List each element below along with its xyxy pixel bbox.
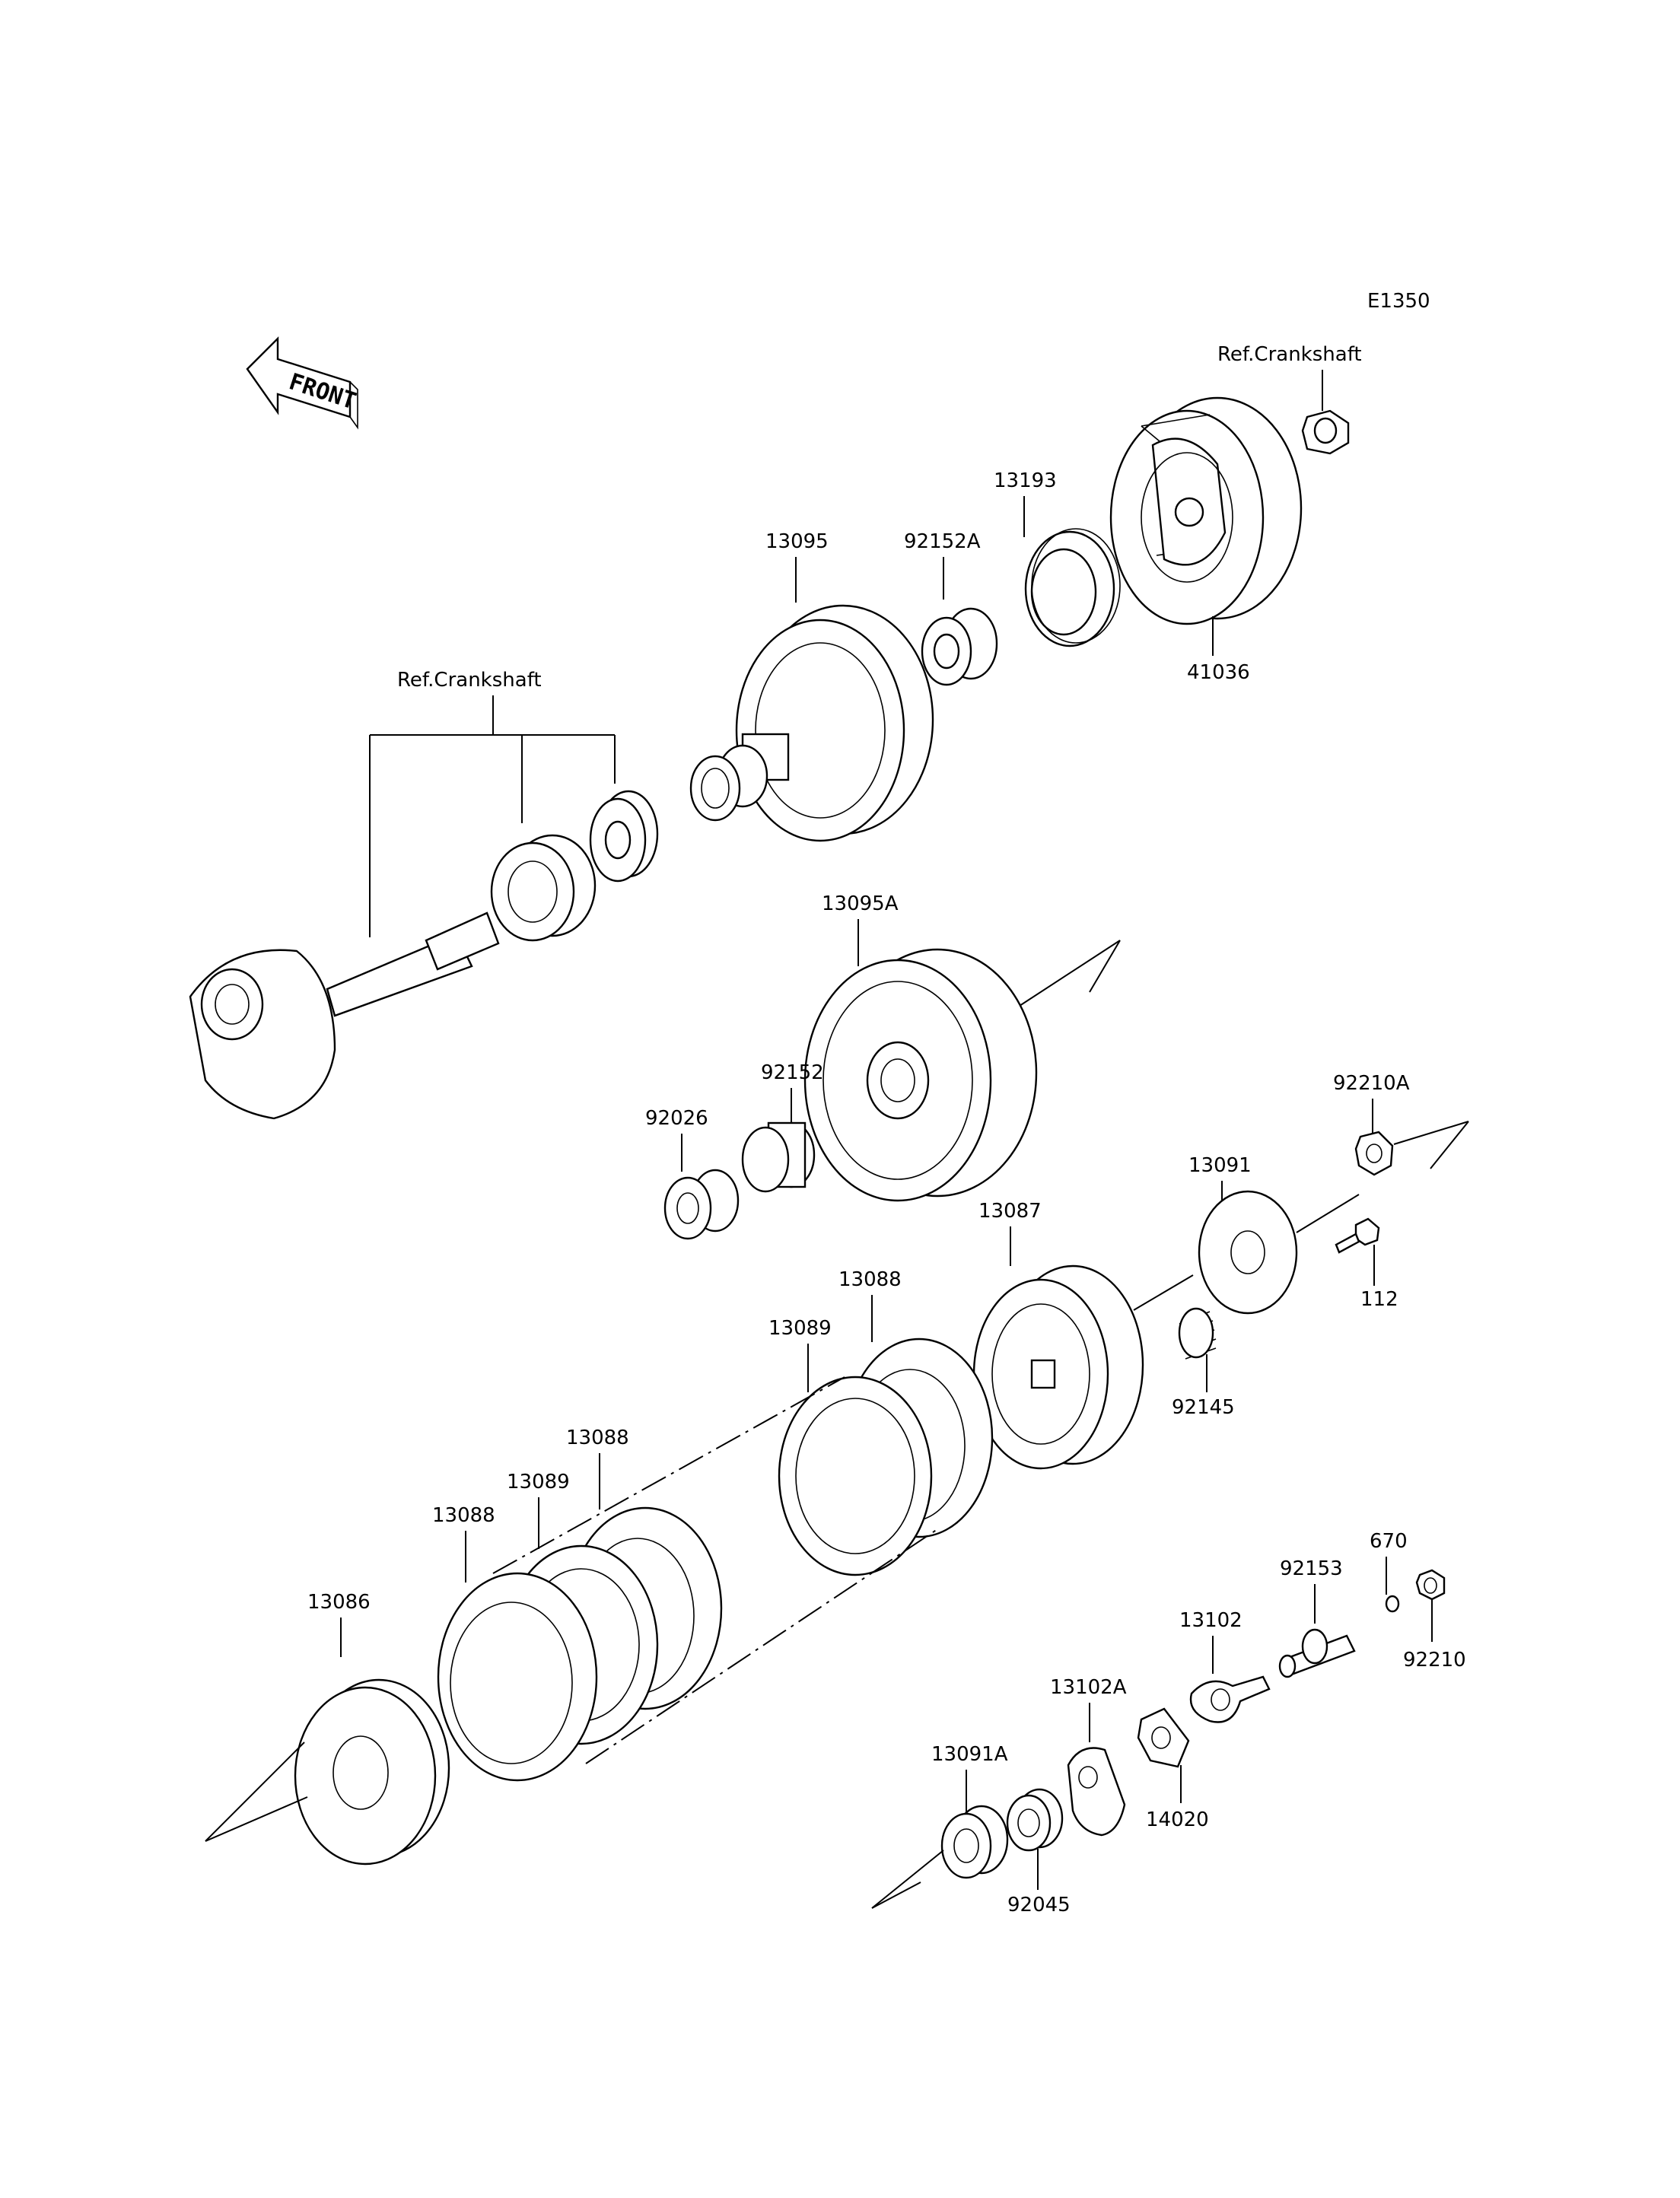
part-92152A-label: 92152A <box>904 530 981 553</box>
part-13086-label: 13086 <box>307 1591 371 1614</box>
part-92152A-bushing <box>921 607 998 686</box>
part-13102A-release-cam <box>1067 1747 1126 1837</box>
part-14020-label: 14020 <box>1146 1808 1209 1831</box>
crankshaft-gear <box>589 790 659 883</box>
part-13102-release-lever <box>1189 1675 1271 1723</box>
part-13095A-clutch-housing <box>803 948 1038 1202</box>
part-92210-label: 92210 <box>1403 1649 1466 1672</box>
diagram-code: E1350 <box>1367 290 1430 313</box>
part-13087-pressure-plate <box>972 1264 1144 1470</box>
part-92045-bearing <box>1006 1788 1064 1852</box>
part-92026-label: 92026 <box>645 1107 708 1130</box>
part-92152-label: 92152 <box>761 1061 824 1084</box>
part-92153-release-shaft <box>1278 1628 1356 1678</box>
part-13088-upper-label: 13088 <box>838 1268 902 1291</box>
part-92152-bushing <box>741 1121 816 1193</box>
ref-crankshaft-top-label: Ref.Crankshaft <box>1217 343 1362 366</box>
part-13091A-seal <box>940 1805 1009 1879</box>
part-13193-label: 13193 <box>994 469 1057 492</box>
part-92210-nut <box>1415 1569 1446 1601</box>
part-92210A-label: 92210A <box>1333 1072 1410 1095</box>
part-13193-one-way-clutch <box>1024 528 1121 647</box>
front-arrow-icon: FRONT <box>246 336 359 430</box>
part-13089-upper-label: 13089 <box>768 1317 832 1340</box>
ref-crankshaft-left-label: Ref.Crankshaft <box>397 669 542 692</box>
part-92045-label: 92045 <box>1007 1894 1071 1916</box>
part-13088-friction-plate-lower <box>437 1572 598 1782</box>
crankshaft-bearing <box>490 834 597 942</box>
part-13095-label: 13095 <box>765 530 829 553</box>
part-13102-label: 13102 <box>1179 1609 1242 1632</box>
part-13089-middle-label: 13089 <box>507 1471 570 1493</box>
part-13087-label: 13087 <box>978 1200 1042 1223</box>
part-92153-label: 92153 <box>1280 1557 1343 1580</box>
part-670-o-ring <box>1385 1595 1400 1613</box>
part-13088-lower-label: 13088 <box>432 1504 495 1527</box>
part-92210A-nut <box>1354 1131 1394 1176</box>
part-92145-label: 92145 <box>1172 1396 1235 1419</box>
part-13095A-label: 13095A <box>822 892 899 915</box>
part-41036-clutch-assembly <box>1109 396 1303 625</box>
part-112-bolt <box>1335 1217 1380 1254</box>
part-13089-steel-plate-upper <box>778 1376 933 1576</box>
crankshaft <box>189 911 500 1120</box>
crankshaft-nut <box>1301 409 1350 455</box>
part-92026-collar <box>663 1169 740 1240</box>
part-13091-label: 13091 <box>1188 1154 1252 1177</box>
part-13091A-label: 13091A <box>931 1743 1008 1766</box>
part-13091-plate <box>1198 1190 1298 1315</box>
part-13088-middle-label: 13088 <box>566 1427 629 1449</box>
part-13095-primary-gear <box>689 604 934 842</box>
part-92145-spring <box>1178 1307 1217 1360</box>
part-14020-cover <box>1137 1707 1190 1768</box>
part-112-label: 112 <box>1360 1288 1398 1311</box>
part-670-label: 670 <box>1370 1530 1408 1553</box>
part-13102A-label: 13102A <box>1050 1676 1127 1699</box>
part-41036-label: 41036 <box>1187 661 1250 684</box>
part-13086-drive-plate <box>294 1678 450 1866</box>
